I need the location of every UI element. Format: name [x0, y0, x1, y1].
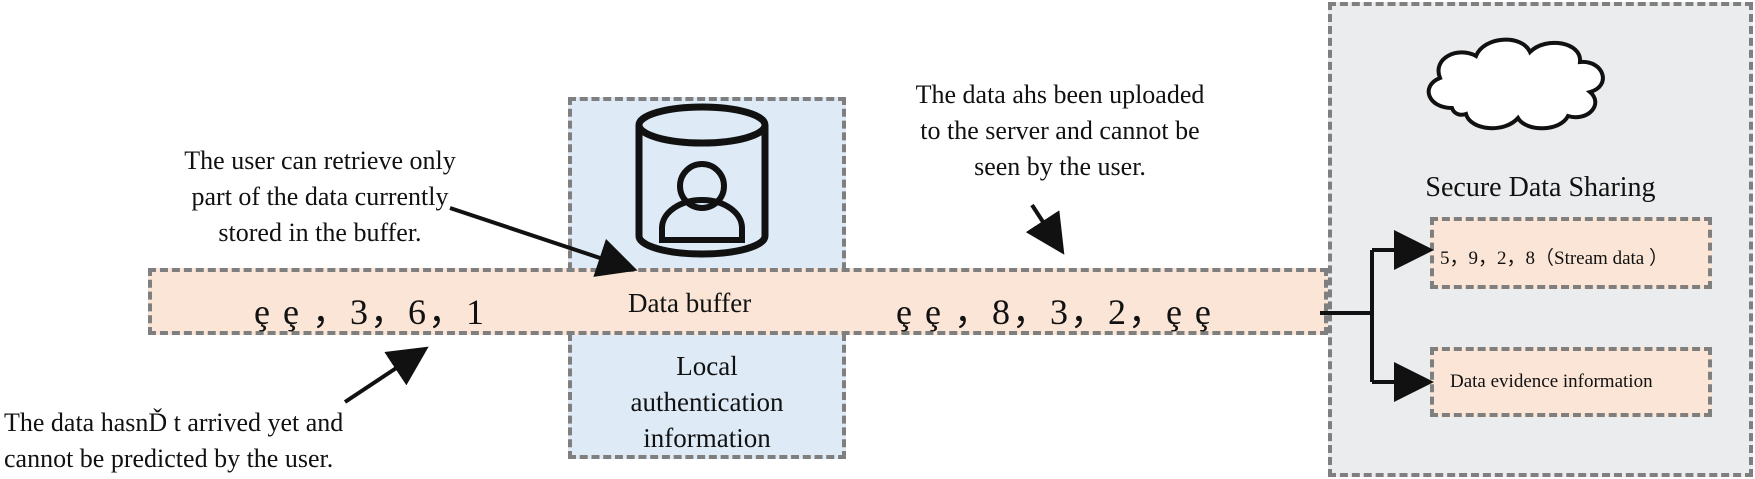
- stream-data-text: 5，9，2，8（Stream data ）: [1440, 248, 1668, 269]
- cloud-icon: [1426, 37, 1605, 131]
- local-authentication-label: Local authentication information: [630, 351, 784, 453]
- note-uploaded-server: The data ahs been uploaded to the server…: [915, 80, 1205, 181]
- arrow-not-arrived: [343, 346, 429, 404]
- cylinder-database-icon: [635, 103, 769, 258]
- left-sequence-text: ȩ ȩ ，3，6，1: [254, 292, 486, 332]
- arrow-retrieve: [449, 206, 638, 277]
- user-icon: [659, 161, 745, 243]
- data-stream-bar: [148, 268, 1328, 335]
- note-retrieve-partial: The user can retrieve only part of the d…: [184, 146, 456, 247]
- arrow-to-secure-boxes: [1320, 230, 1434, 402]
- secure-data-sharing-title: Secure Data Sharing: [1425, 172, 1656, 203]
- arrow-uploaded: [1025, 203, 1065, 255]
- stream-data-box: [1430, 217, 1712, 289]
- data-buffer-label: Data buffer: [628, 288, 752, 318]
- right-sequence-text: ȩ ȩ ，8，3，2，ȩ ȩ: [896, 292, 1213, 332]
- note-not-arrived: The data hasnĎ t arrived yet and cannot …: [4, 408, 344, 473]
- data-evidence-text: Data evidence information: [1450, 371, 1653, 392]
